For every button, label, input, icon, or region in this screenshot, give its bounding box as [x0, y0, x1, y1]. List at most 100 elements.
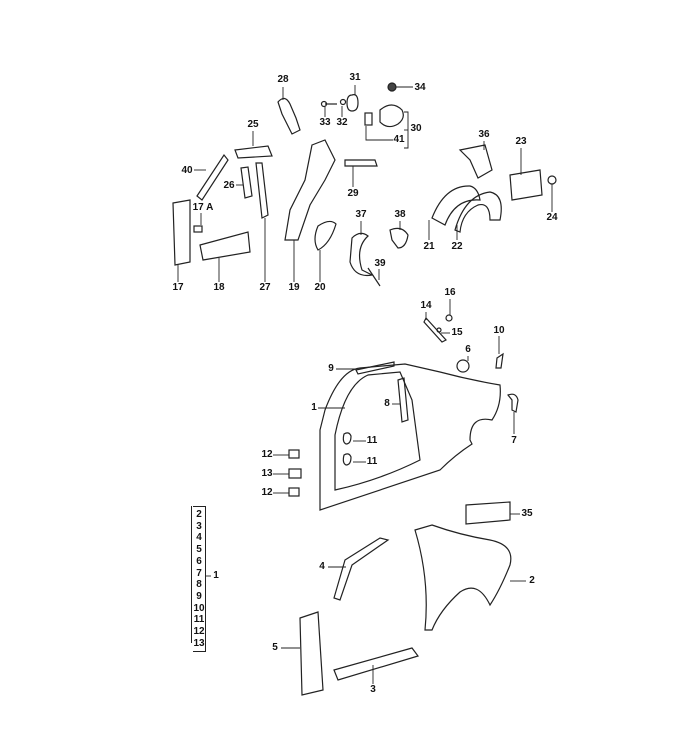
callout-16[interactable]: 16 — [444, 287, 456, 298]
callout-12-upper[interactable]: 12 — [261, 449, 273, 460]
part-31 — [346, 94, 359, 112]
callout-22[interactable]: 22 — [451, 241, 463, 252]
part-15 — [436, 327, 442, 333]
part-4 — [333, 537, 390, 601]
member-10[interactable]: 10 — [193, 602, 205, 614]
callout-14[interactable]: 14 — [420, 300, 432, 311]
member-8[interactable]: 8 — [196, 579, 202, 591]
part-40 — [196, 153, 229, 201]
assembly-parent-callout[interactable]: 1 — [213, 570, 219, 581]
callout-30[interactable]: 30 — [410, 123, 422, 134]
callout-25[interactable]: 25 — [247, 119, 259, 130]
callout-5[interactable]: 5 — [272, 642, 278, 653]
callout-37[interactable]: 37 — [355, 209, 367, 220]
part-25 — [234, 145, 273, 159]
callout-3[interactable]: 3 — [370, 684, 376, 695]
part-27 — [255, 162, 269, 219]
part-17 — [172, 199, 191, 266]
member-9[interactable]: 9 — [196, 590, 202, 602]
member-7[interactable]: 7 — [196, 567, 202, 579]
callout-18[interactable]: 18 — [213, 282, 225, 293]
part-26 — [240, 166, 253, 199]
part-32 — [339, 98, 347, 106]
part-1-door-opening — [334, 371, 421, 491]
callout-12-lower[interactable]: 12 — [261, 487, 273, 498]
callout-17a[interactable]: 17 A — [192, 202, 214, 213]
assembly-bracket — [191, 506, 194, 643]
callout-32[interactable]: 32 — [336, 117, 348, 128]
part-11b — [342, 453, 352, 466]
callout-39[interactable]: 39 — [374, 258, 386, 269]
part-18 — [199, 231, 251, 261]
callout-1[interactable]: 1 — [311, 402, 317, 413]
callout-35[interactable]: 35 — [521, 508, 533, 519]
member-11[interactable]: 11 — [193, 614, 205, 626]
callout-6[interactable]: 6 — [465, 344, 471, 355]
part-19 — [284, 139, 336, 241]
part-38 — [389, 227, 409, 249]
callout-9[interactable]: 9 — [328, 363, 334, 374]
part-3 — [333, 647, 419, 681]
part-8 — [397, 377, 409, 423]
callout-4[interactable]: 4 — [319, 561, 325, 572]
part-24 — [547, 175, 557, 185]
part-17a — [193, 225, 203, 233]
callout-27[interactable]: 27 — [259, 282, 271, 293]
callout-34[interactable]: 34 — [414, 82, 426, 93]
member-13[interactable]: 13 — [193, 637, 205, 649]
part-6 — [456, 359, 470, 373]
callout-29[interactable]: 29 — [347, 188, 359, 199]
callout-21[interactable]: 21 — [423, 241, 435, 252]
callout-41[interactable]: 41 — [393, 134, 405, 145]
callout-13[interactable]: 13 — [261, 468, 273, 479]
member-4[interactable]: 4 — [196, 532, 202, 544]
callout-38[interactable]: 38 — [394, 209, 406, 220]
callout-7[interactable]: 7 — [511, 435, 517, 446]
callout-19[interactable]: 19 — [288, 282, 300, 293]
member-3[interactable]: 3 — [196, 520, 202, 532]
part-1-side-assembly — [319, 363, 501, 511]
callout-11-upper[interactable]: 11 — [366, 435, 378, 446]
part-7 — [507, 393, 519, 413]
member-5[interactable]: 5 — [196, 544, 202, 556]
part-13 — [288, 468, 302, 479]
callout-26[interactable]: 26 — [223, 180, 235, 191]
callout-8[interactable]: 8 — [384, 398, 390, 409]
part-36 — [458, 144, 493, 179]
part-12a — [288, 449, 300, 459]
part-39 — [367, 267, 381, 287]
member-12[interactable]: 12 — [193, 626, 205, 638]
part-22 — [454, 191, 502, 233]
part-2-quarter-panel — [414, 524, 512, 631]
part-34 — [387, 82, 397, 92]
part-29 — [344, 159, 378, 167]
part-14 — [423, 316, 447, 343]
leader-lines — [177, 85, 553, 684]
part-16 — [445, 314, 453, 322]
callout-31[interactable]: 31 — [349, 72, 361, 83]
callout-15[interactable]: 15 — [451, 327, 463, 338]
callout-36[interactable]: 36 — [478, 129, 490, 140]
member-2[interactable]: 2 — [196, 509, 202, 520]
callout-10[interactable]: 10 — [493, 325, 505, 336]
member-6[interactable]: 6 — [196, 555, 202, 567]
part-35 — [465, 501, 511, 525]
callout-40[interactable]: 40 — [181, 165, 193, 176]
callout-33[interactable]: 33 — [319, 117, 331, 128]
part-12b — [288, 487, 300, 497]
callout-17[interactable]: 17 — [172, 282, 184, 293]
part-9 — [355, 361, 395, 375]
part-28 — [277, 97, 301, 135]
callout-23[interactable]: 23 — [515, 136, 527, 147]
part-23 — [509, 169, 543, 201]
part-20 — [314, 220, 337, 251]
callout-28[interactable]: 28 — [277, 74, 289, 85]
assembly-member-list: 2 3 4 5 6 7 8 9 10 11 12 13 — [193, 506, 206, 653]
callout-24[interactable]: 24 — [546, 212, 558, 223]
part-11a — [342, 432, 352, 445]
callout-11-lower[interactable]: 11 — [366, 456, 378, 467]
callout-20[interactable]: 20 — [314, 282, 326, 293]
part-5 — [299, 611, 324, 696]
callout-2[interactable]: 2 — [529, 575, 535, 586]
